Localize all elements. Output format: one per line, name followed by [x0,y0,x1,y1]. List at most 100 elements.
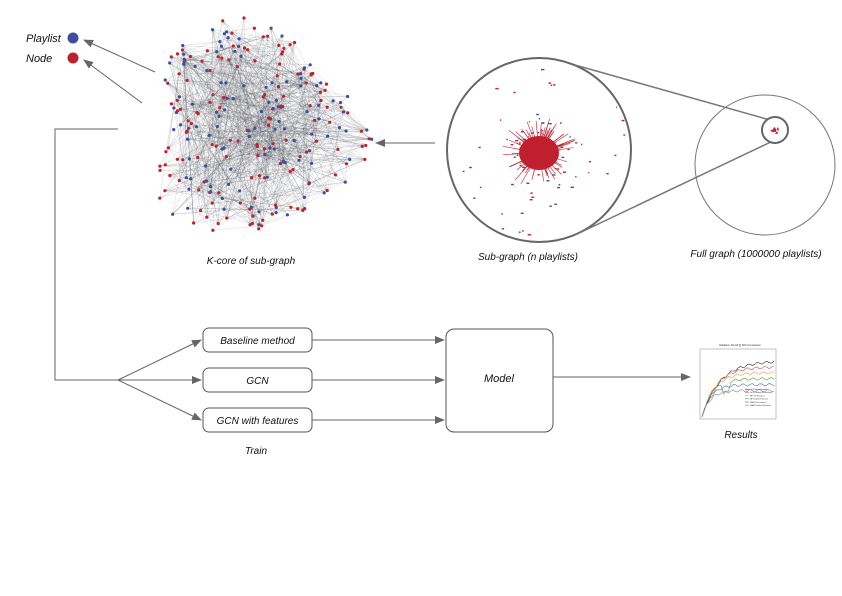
playlist-node [271,106,275,111]
track-node [250,221,255,226]
subgraph-fragment [513,91,516,94]
track-node [301,208,305,212]
track-node [360,144,364,149]
playlist-node [341,110,346,114]
subgraph-fragment [520,212,524,214]
results-chart-title: Validation Recall @ 500 Comparison [719,343,762,347]
subgraph-fragment [558,184,561,186]
playlist-node [283,160,287,165]
playlist-node [219,44,224,48]
track-node [195,110,199,115]
track-node [178,107,183,111]
playlist-marker-icon [67,32,79,44]
subgraph-fragment [529,199,533,201]
track-node [288,170,292,174]
playlist-node [277,119,281,124]
playlist-node [315,84,319,88]
track-node [277,43,281,48]
track-node [307,181,311,185]
track-node [266,123,271,127]
track-node [248,223,252,227]
track-node [181,158,185,162]
track-node [230,31,234,35]
track-node [177,179,181,183]
track-node [166,146,170,150]
playlist-node [219,81,223,85]
subgraph-fragment [548,123,552,125]
subgraph-fragment [522,166,526,168]
track-node [269,117,273,121]
results-legend-item: SAGE Unified Features [750,404,771,407]
subgraph-fragment [537,174,540,176]
track-node [164,150,168,154]
playlist-node [211,28,215,32]
subgraph-fragment [550,131,552,133]
track-node [168,173,172,178]
playlist-node [337,126,342,130]
playlist-node [215,125,219,129]
subgraph-fragment [495,87,499,90]
playlist-node [225,30,229,34]
subgraph-fragment [548,82,552,84]
track-node [231,44,235,48]
playlist-node [247,134,251,139]
track-node [192,221,196,225]
playlist-node [370,137,374,141]
track-node [175,157,179,161]
track-node [253,59,257,63]
subgraph-fragment [588,172,590,174]
track-node [175,52,180,56]
track-node [344,162,349,166]
playlist-node [273,127,277,131]
fullgraph-circle [694,94,836,236]
playlist-node [317,117,321,121]
track-node [266,34,270,38]
track-node [158,164,162,168]
subgraph-core [519,136,559,170]
track-node [298,154,302,159]
track-node [296,207,300,211]
subgraph-fragment [554,203,557,205]
track-node [188,54,192,59]
track-node [288,43,292,47]
subgraph-fragment [541,130,543,132]
playlist-node [308,63,312,67]
playlist-node [182,57,186,61]
subgraph-fragment [473,197,476,199]
track-node [256,153,260,158]
playlist-node [310,132,314,136]
track-node [279,161,283,166]
track-node [208,100,212,104]
playlist-node [238,189,242,193]
track-node [220,56,224,60]
track-node [318,90,322,94]
subgraph-fragment [469,166,472,169]
playlist-node [209,190,213,194]
track-node [281,50,285,54]
track-node [323,88,327,92]
results-series-line [701,377,775,417]
playlist-node [267,100,271,104]
playlist-node [222,207,226,211]
playlist-node [264,85,268,89]
track-node [163,189,167,193]
track-node [314,139,319,143]
subgraph-fragment [522,138,527,141]
playlist-node [186,137,190,141]
subgraph-fragment [552,174,556,176]
playlist-node [265,175,269,179]
track-node [270,212,274,216]
arrow-to-node [83,59,143,104]
fullgraph-dot [775,132,778,135]
subgraph-fragment [581,143,583,146]
track-node [291,168,295,172]
subgraph-fragment [518,142,521,144]
track-node [211,228,215,232]
results-series-line [701,365,775,416]
playlist-node [305,110,309,114]
track-node [282,46,286,50]
results-legend-item: MF Unified Features [750,398,768,401]
track-node [216,221,220,226]
playlist-node [222,32,226,36]
legend-node-label: Node [26,53,52,65]
